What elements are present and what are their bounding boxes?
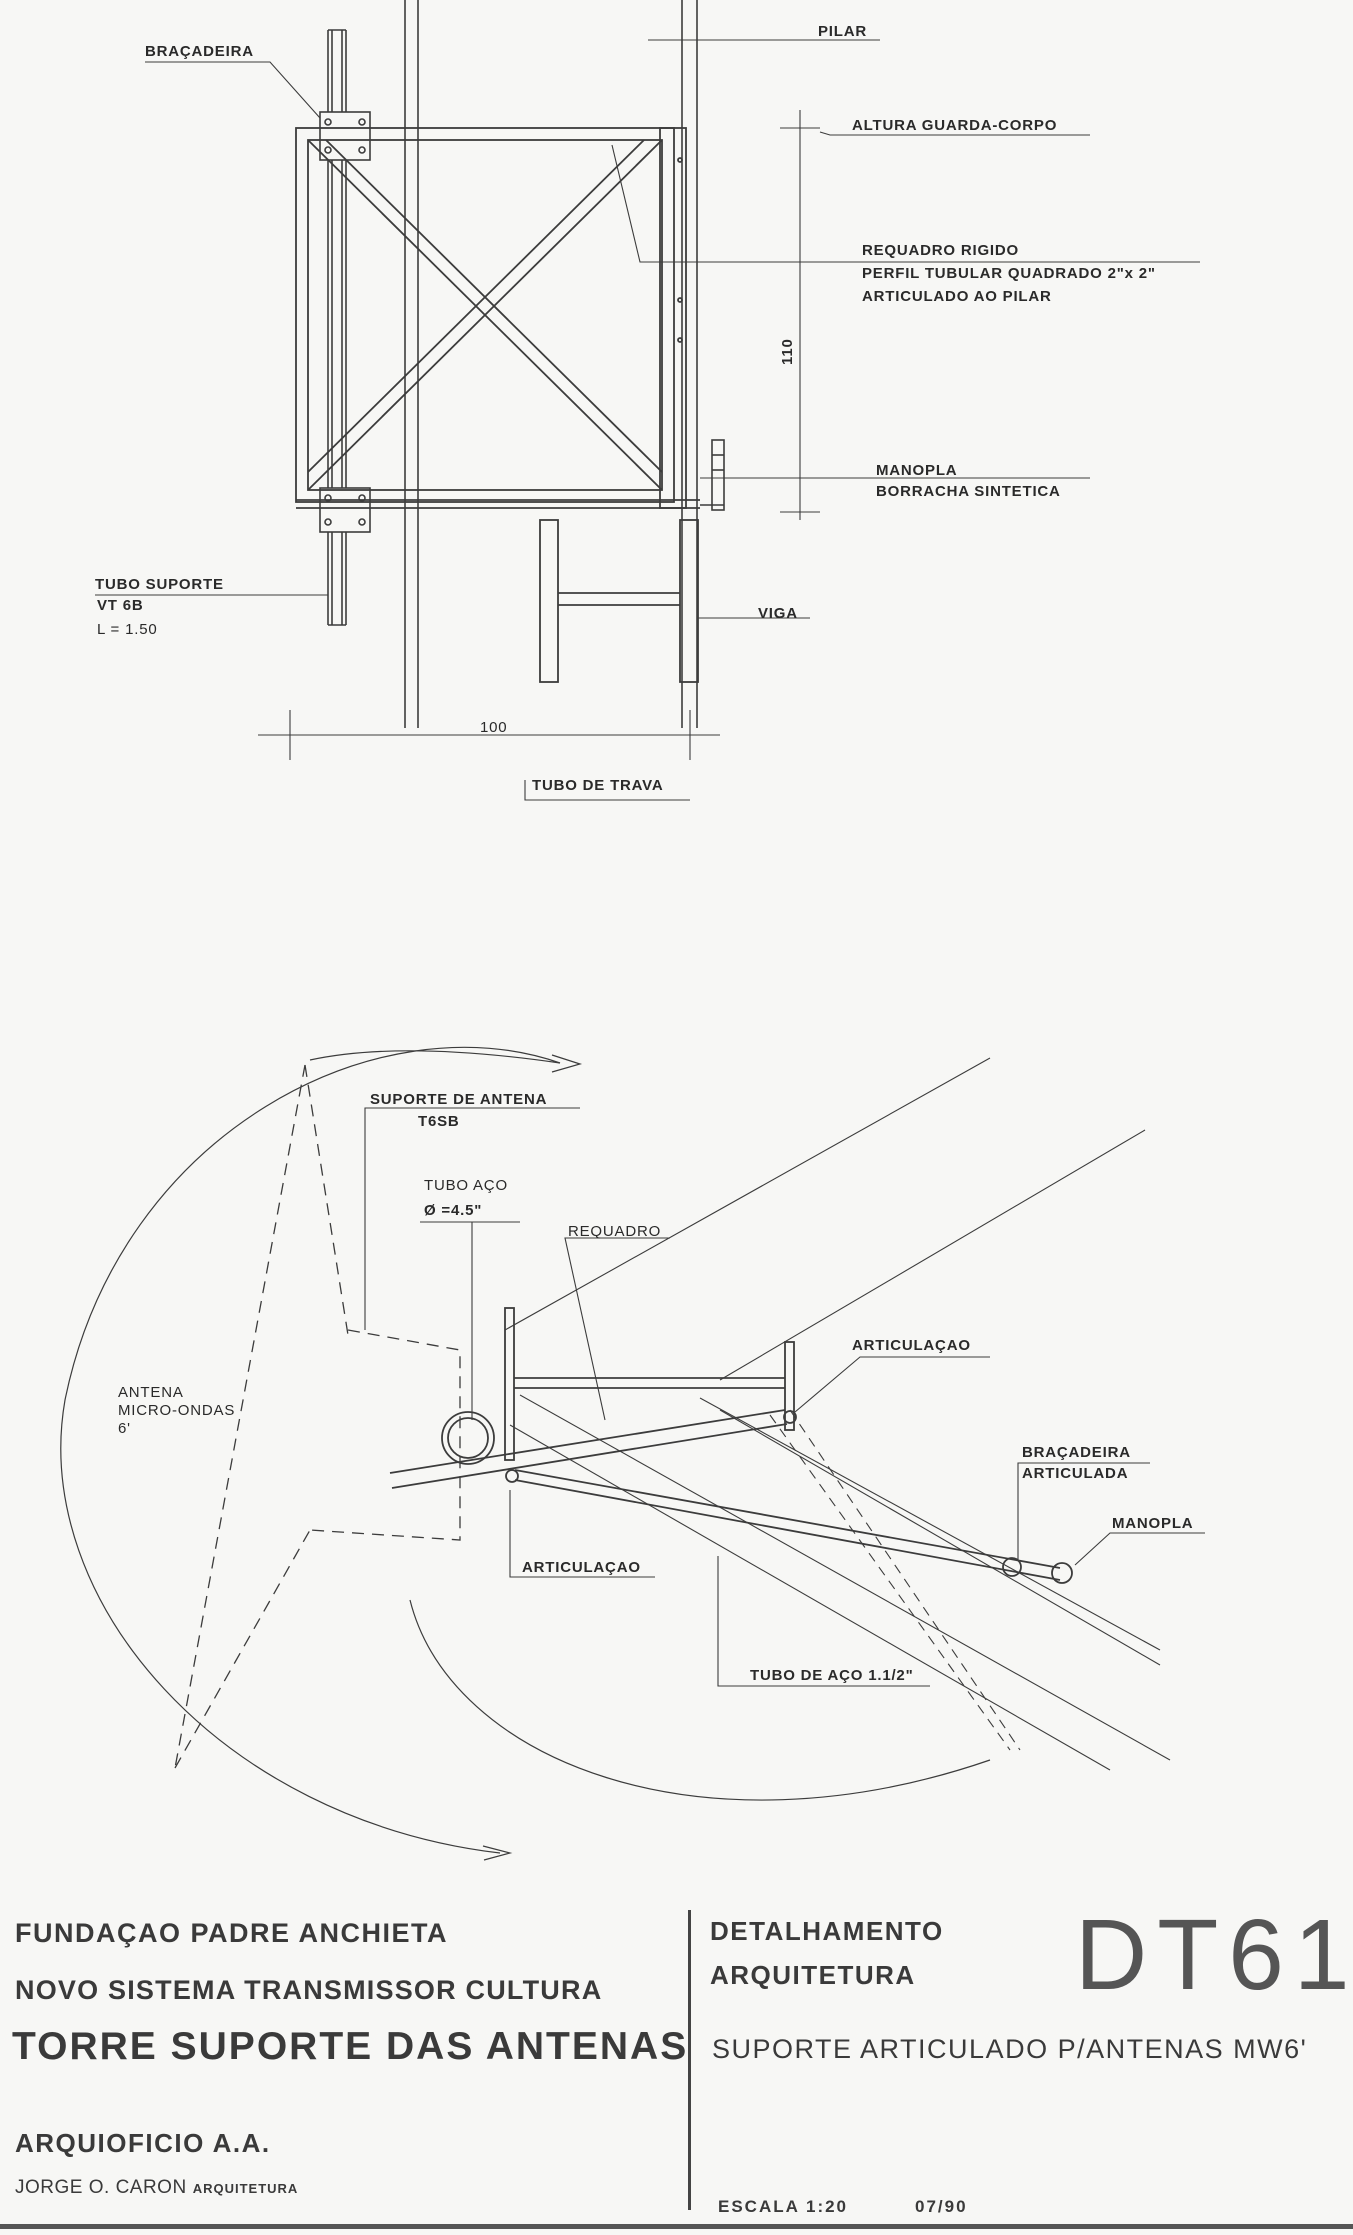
architect-name: JORGE O. CARON (15, 2177, 187, 2198)
label-suporte-de-antena: SUPORTE DE ANTENA (370, 1091, 547, 1108)
label-tubo-aco-diameter: Ø =4.5" (424, 1202, 482, 1219)
technical-drawing: BRAÇADEIRA PILAR ALTURA GUARDA-CORPO REQ… (60, 0, 1205, 1861)
dimension-lines-upper (258, 110, 820, 760)
label-bracadeira: BRAÇADEIRA (145, 43, 254, 60)
label-tubo-suporte: TUBO SUPORTE (95, 576, 224, 593)
dimension-110: 110 (779, 338, 796, 365)
label-manopla-lower: MANOPLA (1112, 1515, 1193, 1532)
label-tubo-de-trava: TUBO DE TRAVA (532, 777, 664, 794)
label-6ft: 6' (118, 1420, 131, 1437)
label-vt6b: VT 6B (97, 597, 144, 614)
label-altura-guarda-corpo: ALTURA GUARDA-CORPO (852, 117, 1057, 134)
sheet-description: SUPORTE ARTICULADO P/ANTENAS MW6' (712, 2034, 1308, 2064)
antenna-dish (174, 1064, 461, 1769)
architect-line: JORGE O. CARON ARQUITETURA (15, 2177, 298, 2199)
drawing-labels: BRAÇADEIRA PILAR ALTURA GUARDA-CORPO REQ… (95, 23, 1193, 1684)
dashed-swing (769, 1409, 1021, 1751)
label-viga: VIGA (758, 605, 798, 622)
project-name: NOVO SISTEMA TRANSMISSOR CULTURA (15, 1975, 603, 2005)
date-label: 07/90 (915, 2197, 968, 2216)
requadro-rigido-frame (295, 127, 700, 509)
sheet-number: DT61 (1075, 1899, 1353, 2011)
leader-lines-lower (364, 1107, 1205, 1687)
requadro-plan (389, 1307, 1073, 1584)
viga-ibeam (539, 519, 699, 683)
rotation-arcs (60, 1046, 991, 1861)
office-name: ARQUIOFICIO A.A. (15, 2128, 271, 2158)
label-articulacao-bottom: ARTICULAÇAO (522, 1559, 641, 1576)
manopla-handle (700, 439, 725, 511)
detail-type-line2: ARQUITETURA (710, 1960, 916, 1990)
label-requadro: REQUADRO (568, 1223, 661, 1240)
label-antena: ANTENA (118, 1384, 184, 1401)
label-bracadeira-articulada-1: BRAÇADEIRA (1022, 1444, 1131, 1461)
label-bracadeira-articulada-2: ARTICULADA (1022, 1465, 1128, 1482)
label-articulado-pilar: ARTICULADO AO PILAR (862, 288, 1052, 305)
label-requadro-rigido: REQUADRO RIGIDO (862, 242, 1019, 259)
pilar-column (404, 0, 698, 728)
label-micro-ondas: MICRO-ONDAS (118, 1402, 235, 1419)
dimension-100: 100 (480, 719, 507, 736)
label-t6sb: T6SB (418, 1113, 460, 1130)
label-perfil-tubular: PERFIL TUBULAR QUADRADO 2"x 2" (862, 265, 1156, 282)
bracadeira-clamps (319, 111, 371, 533)
organization-name: FUNDAÇAO PADRE ANCHIETA (15, 1918, 448, 1948)
label-tubo-de-aco-lower: TUBO DE AÇO 1.1/2" (750, 1667, 913, 1684)
drawing-title: TORRE SUPORTE DAS ANTENAS (12, 2025, 689, 2068)
tubo-aco-pipe (441, 1411, 495, 1465)
scale-label: ESCALA 1:20 (718, 2197, 849, 2216)
architect-subtitle: ARQUITETURA (192, 2181, 299, 2196)
bottom-border (0, 2224, 1353, 2229)
label-manopla: MANOPLA (876, 462, 957, 479)
label-articulacao-top: ARTICULAÇAO (852, 1337, 971, 1354)
label-borracha-sintetica: BORRACHA SINTETICA (876, 483, 1061, 500)
leader-lines-upper (95, 39, 1200, 801)
tower-diagonals (504, 1057, 1171, 1771)
detail-type-line1: DETALHAMENTO (710, 1916, 944, 1946)
label-pilar: PILAR (818, 23, 867, 40)
label-l-150: L = 1.50 (97, 621, 157, 638)
title-block-divider (688, 1910, 691, 2210)
label-tubo-aco: TUBO AÇO (424, 1177, 508, 1194)
